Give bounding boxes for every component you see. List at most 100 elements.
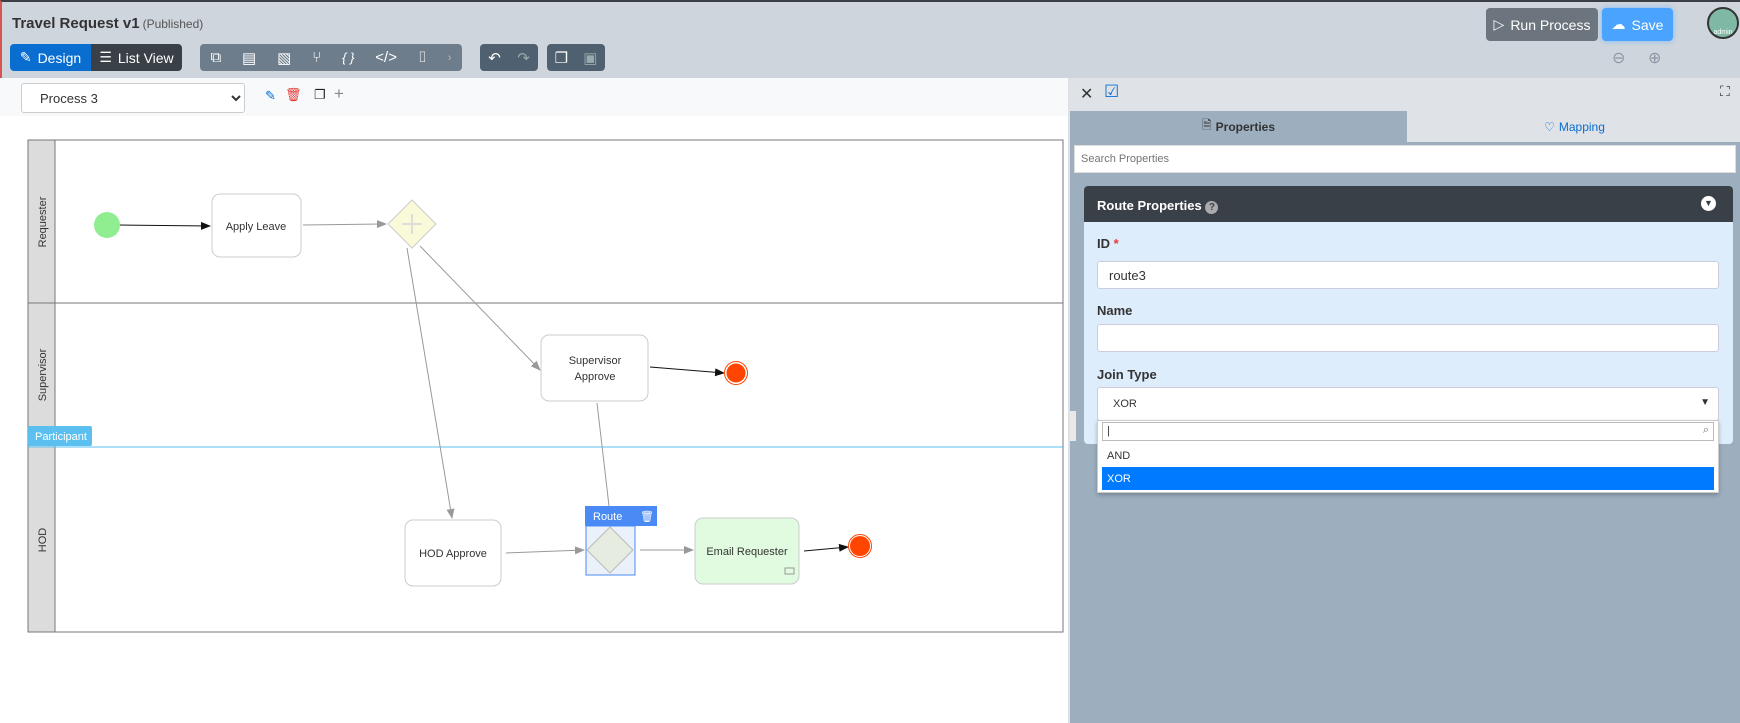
- route-toolbar: [585, 506, 657, 526]
- option-xor[interactable]: XOR: [1102, 467, 1714, 490]
- tools-group: ⧉ ▤ ▧ ⑂ { } </> ⌷ ›: [200, 44, 462, 71]
- join-type-select[interactable]: XOR ▼: [1097, 387, 1719, 421]
- clipboard-group: ❐▣: [547, 44, 605, 71]
- task-apply-leave[interactable]: [211, 193, 302, 258]
- properties-panel: ✕ ☑ ⛶ 🗎Properties ♡Mapping Route Propert…: [1068, 78, 1740, 723]
- end-event-2-ring: [848, 534, 872, 558]
- undo-icon[interactable]: ↶: [488, 49, 501, 67]
- page-title: Travel Request v1(Published): [12, 15, 204, 32]
- edit-icon[interactable]: ✎: [265, 88, 276, 103]
- tab-mapping-label: Mapping: [1558, 119, 1605, 134]
- code-icon[interactable]: </>: [375, 49, 397, 66]
- route-properties-card: Route Properties ?▼ ID * route3 Name Joi…: [1084, 186, 1733, 493]
- task-supervisor-approve[interactable]: [540, 334, 649, 402]
- panel-toolbar: ✕ ☑ ⛶: [1070, 78, 1740, 111]
- close-icon[interactable]: ✕: [1080, 86, 1094, 103]
- id-label: ID *: [1097, 236, 1119, 251]
- tab-properties-label: Properties: [1215, 119, 1275, 134]
- task-supervisor-approve-label: Supervisor: [569, 355, 622, 367]
- app-header: Travel Request v1(Published) ✎Design ☰ Li…: [0, 0, 1740, 78]
- form-icon[interactable]: ▤: [242, 49, 257, 67]
- redo-icon[interactable]: ↷: [517, 49, 530, 67]
- required-mark: *: [1113, 236, 1119, 251]
- end-event-ring: [724, 361, 748, 385]
- search-icon: ⌕: [1702, 424, 1709, 436]
- zoom-out-icon[interactable]: ⊖: [1612, 50, 1626, 67]
- flow-gateway-hod[interactable]: [406, 247, 455, 519]
- tab-mapping[interactable]: ♡Mapping: [1407, 111, 1740, 142]
- route-delete-icon[interactable]: 🗑: [640, 510, 654, 523]
- add-icon[interactable]: +: [334, 84, 344, 103]
- canvas-toolbar: Process 3 ✎ 🗑 ❐ +: [0, 78, 1068, 116]
- paste-icon[interactable]: ▣: [583, 49, 598, 67]
- flow-start-apply[interactable]: [117, 221, 211, 230]
- collapse-chevron-icon[interactable]: ▼: [1701, 196, 1716, 211]
- task-hod-approve-label: HOD Approve: [419, 548, 487, 560]
- flow-supervisor-end[interactable]: [649, 366, 725, 377]
- process-diagram[interactable]: Requester Supervisor HOD Participant App…: [0, 116, 1068, 723]
- cloud-upload-icon: ☁: [1611, 16, 1626, 32]
- end-event-2[interactable]: [850, 536, 870, 556]
- process-select[interactable]: Process 3: [21, 83, 245, 113]
- hierarchy-icon[interactable]: ⧉: [210, 49, 222, 66]
- lane-supervisor[interactable]: Supervisor: [37, 348, 49, 401]
- lane-headers: [27, 139, 56, 633]
- name-input[interactable]: [1097, 324, 1719, 352]
- variables-icon[interactable]: { }: [342, 50, 355, 65]
- list-view-button[interactable]: ☰ List View: [91, 44, 182, 71]
- task-email-requester-label: Email Requester: [706, 546, 788, 558]
- camera-icon[interactable]: ⌷: [417, 49, 427, 66]
- flow-supervisor-route[interactable]: [596, 402, 610, 507]
- start-event[interactable]: [94, 212, 120, 238]
- duplicate-icon[interactable]: ❐: [314, 87, 326, 102]
- task-email-requester[interactable]: [694, 517, 800, 585]
- route-gateway[interactable]: [586, 526, 634, 574]
- tab-properties[interactable]: 🗎Properties: [1070, 111, 1407, 142]
- end-event[interactable]: [725, 362, 747, 384]
- plus-icon: [402, 214, 422, 234]
- participant-tag[interactable]: [28, 426, 92, 446]
- zoom-in-icon[interactable]: ⊕: [1648, 50, 1662, 67]
- translate-icon[interactable]: ▧: [277, 49, 292, 67]
- section-header[interactable]: Route Properties ? ▼: [1084, 186, 1733, 222]
- flow-hod-route[interactable]: [505, 546, 585, 555]
- help-icon[interactable]: ?: [1205, 201, 1219, 214]
- lane-requester[interactable]: Requester: [37, 196, 49, 247]
- delete-icon[interactable]: 🗑: [285, 87, 302, 102]
- task-supervisor-approve-label-2: Approve: [575, 371, 616, 383]
- task-apply-leave-label: Apply Leave: [226, 221, 287, 233]
- section-title: Route Properties: [1097, 198, 1202, 213]
- list-icon: ☰: [99, 49, 112, 65]
- design-button[interactable]: ✎Design: [10, 44, 91, 71]
- task-hod-approve[interactable]: [404, 519, 502, 587]
- search-properties-input[interactable]: [1074, 145, 1736, 173]
- lane-hod[interactable]: HOD: [37, 528, 49, 553]
- copy-icon[interactable]: ❐: [554, 49, 569, 67]
- chevron-down-icon: ▼: [1700, 397, 1710, 408]
- mapping-icon: ♡: [1544, 119, 1555, 134]
- option-and[interactable]: AND: [1107, 450, 1131, 462]
- join-type-value: XOR: [1113, 398, 1137, 410]
- save-label: Save: [1631, 16, 1664, 33]
- avatar[interactable]: admin: [1707, 7, 1739, 39]
- flow-apply-gateway[interactable]: [302, 220, 387, 229]
- play-icon: ▷: [1493, 16, 1505, 32]
- undo-redo-group: ↶↷: [480, 44, 538, 71]
- design-icon: ✎: [19, 49, 32, 65]
- envelope-icon: [784, 567, 795, 575]
- join-type-dropdown: |⌕ AND XOR: [1097, 420, 1719, 493]
- resize-handle[interactable]: [1070, 411, 1076, 441]
- run-process-button[interactable]: ▷Run Process: [1486, 8, 1598, 41]
- flow-gateway-supervisor[interactable]: [419, 245, 541, 371]
- list-view-label: List View: [117, 49, 174, 66]
- flow-email-end[interactable]: [803, 543, 849, 552]
- dropdown-search-input[interactable]: |⌕: [1102, 422, 1714, 441]
- id-input[interactable]: route3: [1097, 261, 1719, 289]
- join-type-label: Join Type: [1097, 367, 1157, 382]
- scroll-right-icon[interactable]: ›: [447, 51, 452, 64]
- fullscreen-icon[interactable]: ⛶: [1720, 83, 1730, 99]
- branch-icon[interactable]: ⑂: [312, 49, 322, 66]
- save-button[interactable]: ☁ Save: [1602, 8, 1673, 41]
- checkbox-icon[interactable]: ☑: [1104, 82, 1120, 101]
- document-icon: 🗎: [1201, 118, 1212, 132]
